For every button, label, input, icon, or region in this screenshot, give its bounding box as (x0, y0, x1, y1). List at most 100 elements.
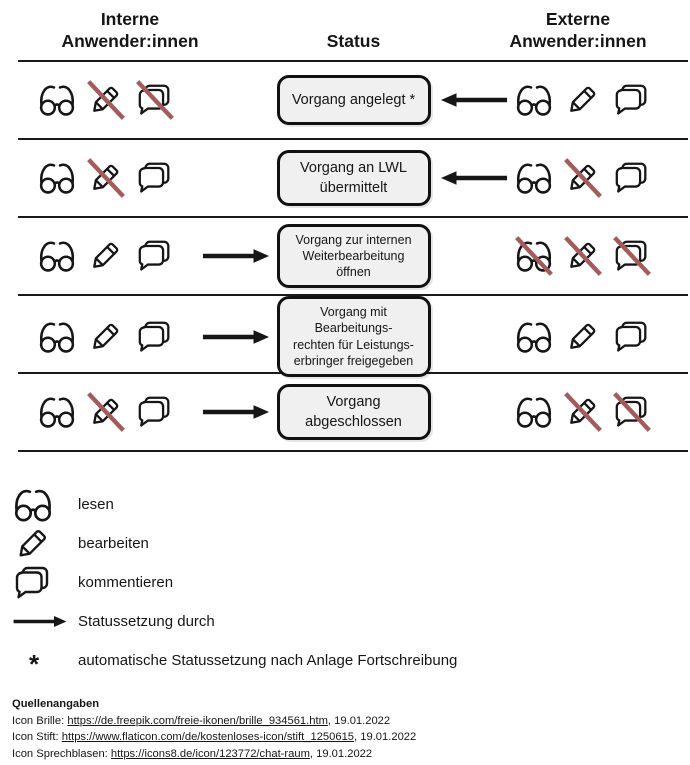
legend-label: kommentieren (78, 574, 174, 591)
legend-label: automatische Statussetzung nach Anlage F… (78, 652, 458, 669)
legend-item-asterisk: * automatische Statussetzung nach Anlage… (12, 641, 690, 680)
speech-bubbles-icon (136, 237, 174, 275)
strike-icon (513, 235, 555, 277)
internal-permissions (18, 393, 200, 431)
legend-label: Statussetzung durch (78, 613, 215, 630)
pencil-icon (87, 81, 125, 119)
workflow-row-1: Vorgang angelegt * (18, 60, 688, 138)
arrow-right-icon (201, 246, 271, 266)
status-box: Vorgang an LWL übermittelt (276, 149, 431, 207)
external-permissions (512, 393, 688, 431)
statussetzung-arrow-zone (200, 246, 272, 266)
status-box: Vorgang zur internen Weiterbearbeitung ö… (276, 223, 431, 289)
source-link[interactable]: https://www.flaticon.com/de/kostenloses-… (61, 731, 355, 744)
glasses-icon (515, 237, 553, 275)
glasses-icon (38, 393, 76, 431)
arrow-left-icon (439, 90, 509, 110)
internal-permissions (18, 237, 200, 275)
legend-label: bearbeiten (78, 535, 149, 552)
glasses-icon (515, 159, 553, 197)
legend-item-kommentieren: kommentieren (12, 563, 690, 602)
workflow-table: Vorgang angelegt * Vorgang an LWL übermi… (18, 60, 688, 452)
internal-permissions (18, 318, 200, 356)
arrow-right-icon (201, 402, 271, 422)
statussetzung-arrow-zone (435, 90, 512, 110)
status-box: Vorgang angelegt * (276, 75, 431, 125)
speech-bubbles-icon (136, 318, 174, 356)
legend-label: lesen (78, 496, 114, 513)
glasses-icon (38, 318, 76, 356)
speech-bubbles-icon (613, 159, 651, 197)
source-link[interactable]: https://icons8.de/icon/123772/chat-raum (110, 747, 310, 760)
glasses-icon (38, 159, 76, 197)
status-box: Vorgang mit Bearbeitungs- rechten für Le… (276, 296, 431, 377)
strike-icon (611, 235, 653, 277)
statussetzung-arrow-zone (200, 90, 272, 110)
pencil-icon (12, 524, 68, 564)
internal-permissions (18, 159, 200, 197)
internal-permissions (18, 81, 200, 119)
statussetzung-arrow-zone (435, 168, 512, 188)
speech-bubbles-icon (613, 81, 651, 119)
speech-bubbles-icon (613, 237, 651, 275)
external-permissions (512, 237, 688, 275)
source-suffix: , 19.01.2022 (354, 731, 417, 744)
status-box: Vorgang abgeschlossen (276, 383, 431, 441)
pencil-icon (87, 318, 125, 356)
glasses-icon (38, 81, 76, 119)
statussetzung-arrow-zone (435, 246, 512, 266)
pencil-icon (564, 237, 602, 275)
glasses-icon (515, 81, 553, 119)
statussetzung-arrow-zone (435, 327, 512, 347)
header-status: Status (326, 31, 381, 52)
strike-icon (562, 157, 604, 199)
statussetzung-arrow-zone (200, 402, 272, 422)
strike-icon (562, 391, 604, 433)
strike-icon (85, 391, 127, 433)
arrow-icon (12, 613, 68, 630)
strike-icon (85, 157, 127, 199)
pencil-icon (87, 393, 125, 431)
source-prefix: Icon Sprechblasen: (12, 747, 111, 760)
speech-bubbles-icon (613, 393, 651, 431)
source-suffix: , 19.01.2022 (309, 747, 373, 760)
sources-title: Quellenangaben (12, 698, 100, 710)
source-link[interactable]: https://de.freepik.com/freie-ikonen/bril… (67, 714, 328, 727)
source-prefix: Icon Brille: (12, 714, 68, 727)
speech-bubbles-icon (136, 159, 174, 197)
sources: Quellenangaben Icon Brille: https://de.f… (12, 696, 690, 762)
speech-bubbles-icon (136, 81, 174, 119)
asterisk-symbol: * (28, 649, 40, 679)
column-headers: Interne Anwender:innen Status Externe An… (0, 0, 690, 60)
pencil-icon (564, 393, 602, 431)
strike-icon (562, 235, 604, 277)
statussetzung-arrow-zone (200, 168, 272, 188)
pencil-icon (87, 237, 125, 275)
source-line: Icon Sprechblasen: https://icons8.de/ico… (12, 746, 690, 763)
external-permissions (512, 318, 688, 356)
statussetzung-arrow-zone (435, 402, 512, 422)
legend-item-bearbeiten: bearbeiten (12, 524, 690, 563)
workflow-row-2: Vorgang an LWL übermittelt (18, 138, 688, 216)
source-suffix: , 19.01.2022 (327, 714, 391, 727)
speech-bubbles-icon (136, 393, 174, 431)
speech-bubbles-icon (613, 318, 651, 356)
external-permissions (512, 159, 688, 197)
header-external-users: Externe Anwender:innen (509, 9, 647, 52)
pencil-icon (564, 318, 602, 356)
glasses-icon (38, 237, 76, 275)
glasses-icon (515, 393, 553, 431)
glasses-icon (12, 485, 68, 525)
source-line: Icon Brille: https://de.freepik.com/frei… (12, 713, 690, 730)
arrow-right-icon (201, 327, 271, 347)
statussetzung-arrow-zone (200, 327, 272, 347)
external-permissions (512, 81, 688, 119)
workflow-row-3: Vorgang zur internen Weiterbearbeitung ö… (18, 216, 688, 294)
pencil-icon (564, 159, 602, 197)
strike-icon (85, 79, 127, 121)
glasses-icon (515, 318, 553, 356)
legend-item-lesen: lesen (12, 485, 690, 524)
source-prefix: Icon Stift: (12, 731, 62, 744)
legend: lesen bearbeiten kommentieren Statussetz… (12, 485, 690, 680)
